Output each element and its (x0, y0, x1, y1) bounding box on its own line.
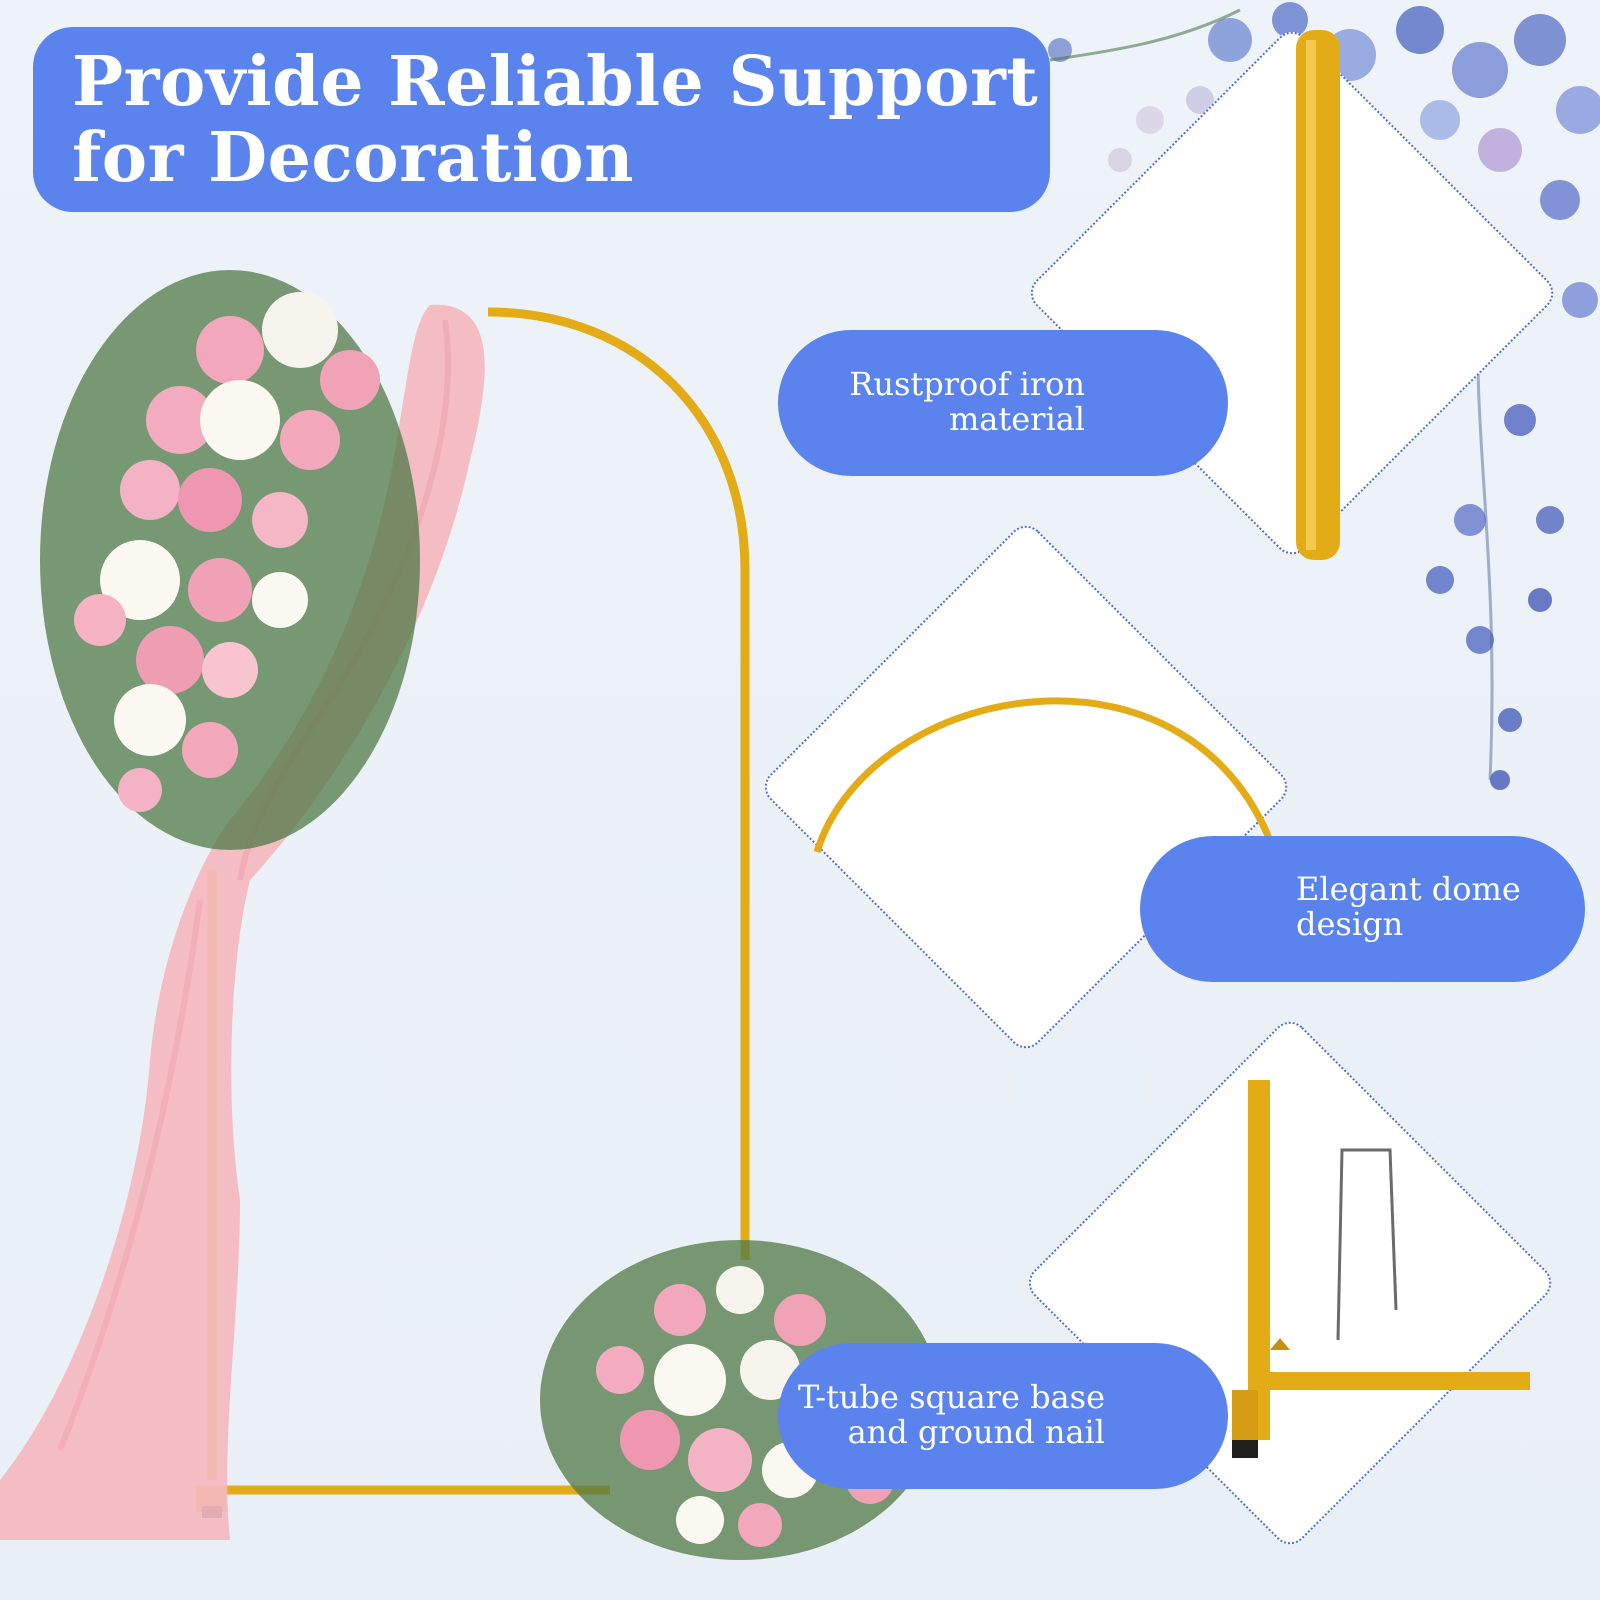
feature-text-dome-1: Elegant dome (1296, 870, 1521, 908)
headline-banner (33, 27, 1050, 212)
feature-pill-rustproof (778, 330, 1228, 476)
dome-arc (813, 697, 1281, 862)
feature-text-dome-2: design (1296, 905, 1404, 943)
flower-bouquet-icon (40, 270, 420, 850)
feature-text-base-2: and ground nail (847, 1413, 1105, 1451)
feature-text-rustproof-1: Rustproof iron (849, 365, 1085, 403)
feature-text-rustproof-2: material (948, 400, 1085, 438)
feature-text-base-1: T-tube square base (797, 1378, 1105, 1416)
headline-line-2: for Decoration (72, 118, 635, 198)
iron-tube (1296, 30, 1340, 560)
feature-pill-base (778, 1343, 1228, 1489)
feature-pill-dome (1140, 836, 1585, 982)
ground-nail (1336, 1148, 1398, 1341)
headline-line-1: Provide Reliable Support (72, 42, 1039, 122)
